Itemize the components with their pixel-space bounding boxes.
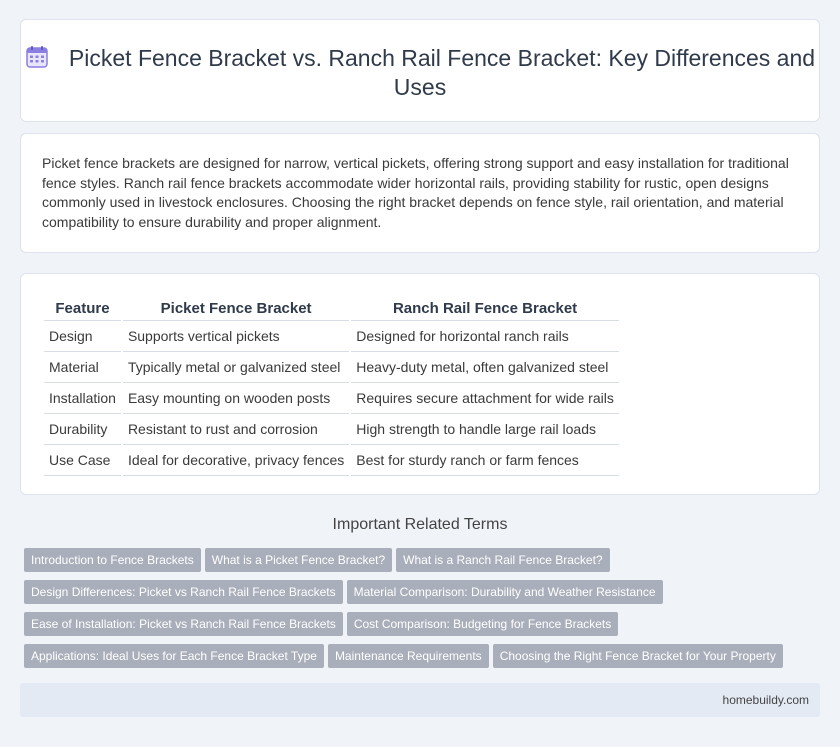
calendar-icon	[26, 46, 48, 68]
cell-ranch: Requires secure attachment for wide rail…	[351, 383, 619, 414]
page-title-wrap: Picket Fence Bracket vs. Ranch Rail Fenc…	[21, 44, 819, 102]
table-row: Use Case Ideal for decorative, privacy f…	[44, 445, 619, 476]
cell-ranch: Best for sturdy ranch or farm fences	[351, 445, 619, 476]
page-title: Picket Fence Bracket vs. Ranch Rail Fenc…	[68, 45, 816, 100]
related-term-tag[interactable]: Choosing the Right Fence Bracket for You…	[492, 644, 783, 668]
table-row: Installation Easy mounting on wooden pos…	[44, 383, 619, 414]
cell-feature: Durability	[44, 414, 121, 445]
related-term-tag[interactable]: What is a Picket Fence Bracket?	[204, 548, 393, 572]
header-picket: Picket Fence Bracket	[122, 296, 350, 321]
related-term-tag[interactable]: What is a Ranch Rail Fence Bracket?	[396, 548, 610, 572]
related-term-tag[interactable]: Design Differences: Picket vs Ranch Rail…	[24, 580, 343, 604]
table-row: Design Supports vertical pickets Designe…	[44, 321, 619, 352]
related-term-tag[interactable]: Applications: Ideal Uses for Each Fence …	[24, 644, 324, 668]
header-ranch: Ranch Rail Fence Bracket	[351, 296, 619, 321]
cell-feature: Design	[44, 321, 121, 352]
cell-ranch: High strength to handle large rail loads	[351, 414, 619, 445]
cell-picket: Ideal for decorative, privacy fences	[122, 445, 350, 476]
comparison-table: Feature Picket Fence Bracket Ranch Rail …	[42, 296, 621, 476]
intro-paragraph: Picket fence brackets are designed for n…	[42, 155, 789, 230]
cell-ranch: Heavy-duty metal, often galvanized steel	[351, 352, 619, 383]
cell-picket: Typically metal or galvanized steel	[122, 352, 350, 383]
related-terms-heading: Important Related Terms	[332, 516, 508, 533]
related-term-tag[interactable]: Maintenance Requirements	[327, 644, 489, 668]
header-feature: Feature	[44, 296, 121, 321]
cell-picket: Resistant to rust and corrosion	[122, 414, 350, 445]
related-term-tag[interactable]: Ease of Installation: Picket vs Ranch Ra…	[24, 612, 343, 636]
cell-picket: Easy mounting on wooden posts	[122, 383, 350, 414]
cell-picket: Supports vertical pickets	[122, 321, 350, 352]
comparison-card: Feature Picket Fence Bracket Ranch Rail …	[20, 273, 820, 495]
table-row: Durability Resistant to rust and corrosi…	[44, 414, 619, 445]
footer-site-link[interactable]: homebuildy.com	[722, 693, 809, 707]
table-header-row: Feature Picket Fence Bracket Ranch Rail …	[44, 296, 619, 321]
table-row: Material Typically metal or galvanized s…	[44, 352, 619, 383]
title-card: Picket Fence Bracket vs. Ranch Rail Fenc…	[20, 19, 820, 122]
cell-ranch: Designed for horizontal ranch rails	[351, 321, 619, 352]
footer-bar: homebuildy.com	[20, 683, 820, 717]
cell-feature: Use Case	[44, 445, 121, 476]
intro-card: Picket fence brackets are designed for n…	[20, 133, 820, 253]
cell-feature: Installation	[44, 383, 121, 414]
cell-feature: Material	[44, 352, 121, 383]
related-term-tag[interactable]: Material Comparison: Durability and Weat…	[346, 580, 663, 604]
related-term-tag[interactable]: Cost Comparison: Budgeting for Fence Bra…	[346, 612, 619, 636]
related-term-tag[interactable]: Introduction to Fence Brackets	[24, 548, 201, 572]
